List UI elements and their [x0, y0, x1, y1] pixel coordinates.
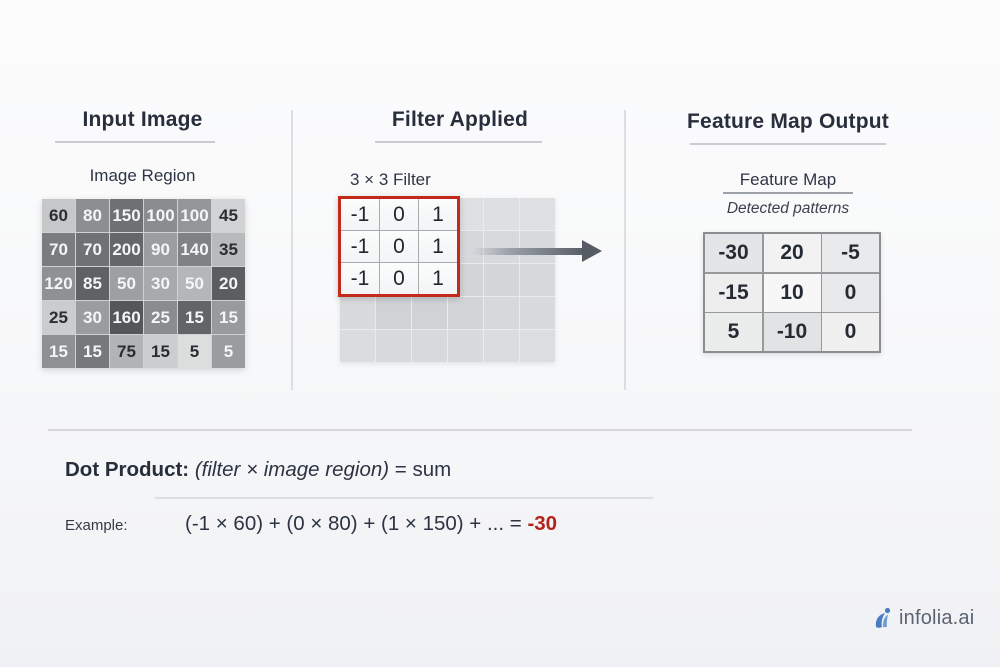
- conv-bg-grid-cell: [484, 198, 519, 230]
- output-section-title: Feature Map Output: [687, 110, 889, 133]
- feature-matrix-cell: 20: [763, 234, 821, 272]
- input-title-underline: [55, 141, 215, 143]
- example-expression-line: (-1 × 60) + (0 × 80) + (1 × 150) + ... =…: [185, 512, 557, 536]
- output-title-underline: [690, 143, 886, 145]
- conv-bg-grid-cell: [340, 330, 375, 362]
- input-grid-cell: 15: [144, 335, 177, 368]
- input-grid-cell: 60: [42, 199, 75, 232]
- filter-matrix-cell: 1: [419, 263, 457, 294]
- input-grid-cell: 15: [42, 335, 75, 368]
- filter-matrix-cell: 0: [380, 263, 418, 294]
- input-grid-cell: 30: [76, 301, 109, 334]
- input-grid-cell: 25: [144, 301, 177, 334]
- feature-matrix-cell: 5: [705, 313, 762, 351]
- input-grid-cell: 85: [76, 267, 109, 300]
- input-section-title: Input Image: [82, 108, 203, 131]
- conv-bg-grid-cell: [484, 330, 519, 362]
- dot-product-line: Dot Product: (filter × image region) = s…: [65, 458, 451, 482]
- conv-bg-grid-cell: [484, 264, 519, 296]
- input-grid-cell: 5: [212, 335, 245, 368]
- input-grid-cell: 200: [110, 233, 143, 266]
- conv-bg-grid-cell: [448, 330, 483, 362]
- feature-map-underline: [723, 192, 853, 194]
- conv-bg-grid-cell: [520, 198, 555, 230]
- filter-matrix-cell: 1: [419, 199, 457, 230]
- conv-bg-grid-cell: [412, 297, 447, 329]
- output-caption: Detected patterns: [726, 200, 850, 217]
- filter-matrix-cell: -1: [341, 263, 379, 294]
- dot-product-italic: (filter × image region): [194, 458, 390, 481]
- dot-product-label: Dot Product:: [65, 458, 190, 481]
- conv-bg-grid-cell: [448, 297, 483, 329]
- input-grid-cell: 50: [110, 267, 143, 300]
- conv-bg-grid-cell: [520, 297, 555, 329]
- input-grid-cell: 150: [110, 199, 143, 232]
- input-grid-cell: 90: [144, 233, 177, 266]
- section-divider-left: [291, 110, 293, 390]
- feature-matrix-cell: -10: [763, 313, 821, 351]
- input-grid-cell: 140: [178, 233, 211, 266]
- input-grid-cell: 50: [178, 267, 211, 300]
- brand-name: infolia.ai: [899, 606, 975, 629]
- input-grid-cell: 15: [212, 301, 245, 334]
- example-expression: (-1 × 60) + (0 × 80) + (1 × 150) + ... =: [185, 512, 528, 535]
- input-grid-cell: 120: [42, 267, 75, 300]
- dot-product-underline: [155, 497, 653, 499]
- conv-bg-grid-cell: [520, 264, 555, 296]
- dot-product-suffix: = sum: [389, 458, 452, 481]
- conv-bg-grid-cell: [520, 231, 555, 263]
- input-grid-cell: 75: [110, 335, 143, 368]
- input-grid-cell: 160: [110, 301, 143, 334]
- input-grid-cell: 70: [76, 233, 109, 266]
- conv-bg-grid-cell: [376, 330, 411, 362]
- feature-matrix-cell: -5: [822, 234, 879, 272]
- conv-bg-grid-cell: [484, 297, 519, 329]
- filter-matrix-cell: -1: [341, 231, 379, 262]
- section-divider-right: [624, 110, 626, 390]
- footer-divider: [48, 429, 912, 431]
- output-subtitle: Feature Map: [739, 170, 837, 189]
- feature-matrix-cell: 10: [763, 273, 821, 312]
- convolution-arrow-icon: [582, 240, 602, 262]
- conv-bg-grid-cell: [412, 330, 447, 362]
- input-grid-cell: 30: [144, 267, 177, 300]
- input-grid-cell: 25: [42, 301, 75, 334]
- filter-matrix-cell: -1: [341, 199, 379, 230]
- input-grid-cell: 45: [212, 199, 245, 232]
- conv-bg-grid-cell: [340, 297, 375, 329]
- input-grid-cell: 5: [178, 335, 211, 368]
- infolia-logo-icon: [875, 607, 891, 628]
- conv-bg-grid-cell: [376, 297, 411, 329]
- conv-bg-grid-cell: [520, 330, 555, 362]
- input-subtitle: Image Region: [89, 166, 196, 185]
- input-grid-cell: 15: [76, 335, 109, 368]
- input-grid-cell: 20: [212, 267, 245, 300]
- filter-matrix-cell: 0: [380, 231, 418, 262]
- input-grid-cell: 15: [178, 301, 211, 334]
- feature-matrix-cell: -30: [705, 234, 762, 272]
- filter-size-label: 3 × 3 Filter: [350, 170, 431, 189]
- input-grid-cell: 100: [144, 199, 177, 232]
- filter-section-title: Filter Applied: [391, 108, 529, 131]
- convolution-arrow-shaft: [472, 248, 582, 255]
- brand-logo: infolia.ai: [872, 606, 974, 630]
- filter-matrix-cell: 0: [380, 199, 418, 230]
- feature-matrix-cell: -15: [705, 273, 762, 312]
- input-grid-cell: 80: [76, 199, 109, 232]
- conv-bg-grid-cell: [484, 231, 519, 263]
- filter-matrix-cell: 1: [419, 231, 457, 262]
- example-result: -30: [527, 512, 558, 535]
- input-grid-cell: 70: [42, 233, 75, 266]
- filter-title-underline: [375, 141, 542, 143]
- example-label: Example:: [65, 517, 128, 534]
- feature-matrix-cell: 0: [822, 273, 879, 312]
- feature-matrix-cell: 0: [822, 313, 879, 351]
- input-grid-cell: 100: [178, 199, 211, 232]
- input-grid-cell: 35: [212, 233, 245, 266]
